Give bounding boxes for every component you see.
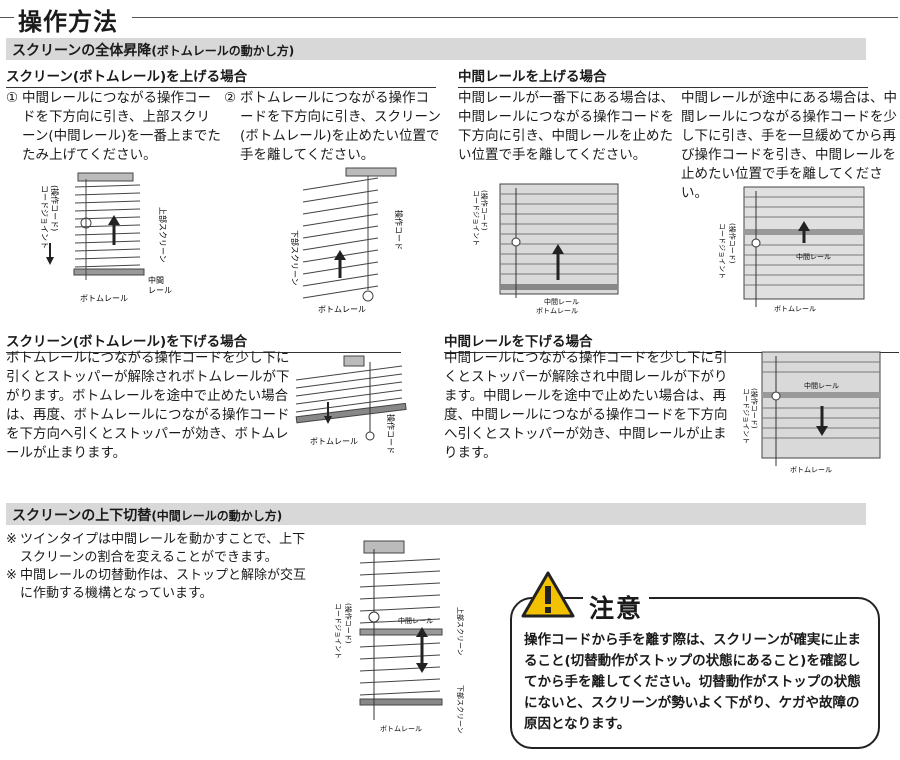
figure-middle-lower: 中間レール (操作コード) コードジョイント ボトムレール xyxy=(742,351,881,474)
arrow-up-icon xyxy=(552,244,564,254)
arrow-up-icon xyxy=(416,627,428,637)
label-middle-rail: 中間レール xyxy=(804,381,839,390)
label-cord: (操作コード) xyxy=(480,190,489,231)
label-lower-screen: 下部スクリーン xyxy=(290,230,300,286)
caution-title: 注意 xyxy=(583,589,650,625)
label-middle-rail: 中間レール xyxy=(398,616,433,625)
label-joint: コードジョイント xyxy=(40,185,49,249)
note-2: ※ 中間レールの切替動作は、ストップと解除が交互に作動する機構となっています。 xyxy=(6,567,311,603)
page-title: 操作方法 xyxy=(18,8,118,36)
text-raise-middle-b: 中間レールが途中にある場合は、中間レールにつながる操作コードを少し下に引き、手を… xyxy=(681,90,897,201)
label-joint: コードジョイント xyxy=(472,190,480,246)
section-heading: スクリーンの上下切替 xyxy=(12,508,152,524)
label-joint: コードジョイント xyxy=(718,223,726,279)
step-text: ボトムレールにつながる操作コードを下方向に引き、スクリーン(ボトムレール)を止め… xyxy=(240,90,441,163)
subheading-lower-screen: スクリーン(ボトムレール)を下げる場合 xyxy=(6,330,401,353)
arrow-up-icon xyxy=(108,215,120,225)
arrow-down-icon xyxy=(416,663,428,673)
caution-box xyxy=(510,597,880,749)
blind-slats xyxy=(74,184,141,268)
label-middle-rail: 中間レール xyxy=(544,297,579,306)
label-bottom-rail: ボトムレール xyxy=(774,305,816,313)
notes: ※ ツインタイプは中間レールを動かすことで、上下スクリーンの割合を変えることがで… xyxy=(6,531,311,603)
section-header-overall: スクリーンの全体昇降(ボトムレールの動かし方) xyxy=(6,38,866,60)
blind-slats xyxy=(744,196,864,286)
figure-raise-step2: 操作コード 下部スクリーン ボトムレール xyxy=(290,167,404,314)
label-rail: レール xyxy=(148,286,172,295)
label-bottom-rail: ボトムレール xyxy=(80,294,128,303)
step-number: ① xyxy=(6,90,19,106)
figure-switch: (操作コード) コードジョイント 中間レール 上部スクリーン 下部スクリーン ボ… xyxy=(334,540,465,734)
label-bottom-rail: ボトムレール xyxy=(380,725,422,733)
arrow-down-icon xyxy=(816,426,828,436)
label-bottom-rail: ボトムレール xyxy=(536,307,578,315)
section-heading-sub: (中間レールの動かし方) xyxy=(151,509,283,523)
figure-middle-raise-a: (操作コード) コードジョイント 中間レール ボトムレール xyxy=(472,183,619,315)
note-text: 中間レールの切替動作は、ストップと解除が交互に作動する機構となっています。 xyxy=(20,568,307,601)
section-heading-sub: (ボトムレールの動かし方) xyxy=(151,44,295,58)
subheading-lower-middle-rail: 中間レールを下げる場合 xyxy=(444,330,899,353)
label-bottom-rail: ボトムレール xyxy=(318,305,366,314)
label-cord: (操作コード) xyxy=(344,603,353,644)
step-2: ② ボトムレールにつながる操作コードを下方向に引き、スクリーン(ボトムレール)を… xyxy=(224,89,442,165)
subheading-raise-screen: スクリーン(ボトムレール)を上げる場合 xyxy=(6,65,436,88)
subheading-raise-middle-rail: 中間レールを上げる場合 xyxy=(458,65,868,88)
text-raise-middle-a: 中間レールが一番下にある場合は、中間レールにつながる操作コードを下方向に引き、中… xyxy=(458,90,674,163)
label-bottom-rail: ボトムレール xyxy=(310,437,358,446)
label-middle-rail: 中間レール xyxy=(796,252,831,261)
step-text: 中間レールにつながる操作コードを下方向に引き、上部スクリーン(中間レール)を一番… xyxy=(22,90,221,163)
note-mark: ※ xyxy=(6,532,17,547)
step-number: ② xyxy=(224,90,237,106)
label-joint: コードジョイント xyxy=(334,603,342,659)
arrow-down-icon xyxy=(324,416,332,424)
figure-lower-screen: ボトムレール 操作コード xyxy=(295,355,407,454)
note-text: ツインタイプは中間レールを動かすことで、上下スクリーンの割合を変えることができま… xyxy=(20,532,306,565)
warning-icon xyxy=(521,571,575,618)
arrow-down-icon xyxy=(46,257,54,265)
note-1: ※ ツインタイプは中間レールを動かすことで、上下スクリーンの割合を変えることがで… xyxy=(6,531,311,567)
label-joint: コードジョイント xyxy=(742,388,750,444)
title-rule-right xyxy=(132,17,898,18)
label-cord: (操作コード) xyxy=(728,223,737,264)
figure-raise-step1: (操作コード) コードジョイント 上部スクリーン 中間 レール ボトムレール xyxy=(40,172,172,303)
label-cord: 操作コード xyxy=(386,414,396,454)
arrow-up-icon xyxy=(798,221,810,231)
label-cord: (操作コード) xyxy=(50,185,60,231)
section-header-switch: スクリーンの上下切替(中間レールの動かし方) xyxy=(6,503,866,525)
label-cord: 操作コード xyxy=(394,210,404,250)
label-upper-screen: 上部スクリーン xyxy=(158,207,168,263)
label-bottom-rail: ボトムレール xyxy=(790,466,832,474)
figure-middle-raise-b: (操作コード) コードジョイント 中間レール ボトムレール xyxy=(718,186,865,313)
text-lower-screen: ボトムレールにつながる操作コードを少し下に引くとストッパーが解除されボトムレール… xyxy=(6,350,290,461)
title-rule-left xyxy=(0,17,14,18)
arrow-up-icon xyxy=(334,250,346,260)
note-mark: ※ xyxy=(6,568,17,583)
label-lower-screen: 下部スクリーン xyxy=(456,685,465,734)
blind-slats xyxy=(302,177,379,299)
label-cord: (操作コード) xyxy=(750,388,759,429)
blind-slats xyxy=(295,365,403,413)
text-lower-middle: 中間レールにつながる操作コードを少し下に引くとストッパーが解除され中間レールが下… xyxy=(444,350,728,461)
label-middle: 中間 xyxy=(148,275,164,285)
label-upper-screen: 上部スクリーン xyxy=(456,607,465,656)
step-1: ① 中間レールにつながる操作コードを下方向に引き、上部スクリーン(中間レール)を… xyxy=(6,89,221,165)
section-heading: スクリーンの全体昇降 xyxy=(12,43,152,59)
blind-slats xyxy=(359,558,441,696)
caution-text: 操作コードから手を離す際は、スクリーンが確実に止まること(切替動作がストップの状… xyxy=(524,632,861,732)
